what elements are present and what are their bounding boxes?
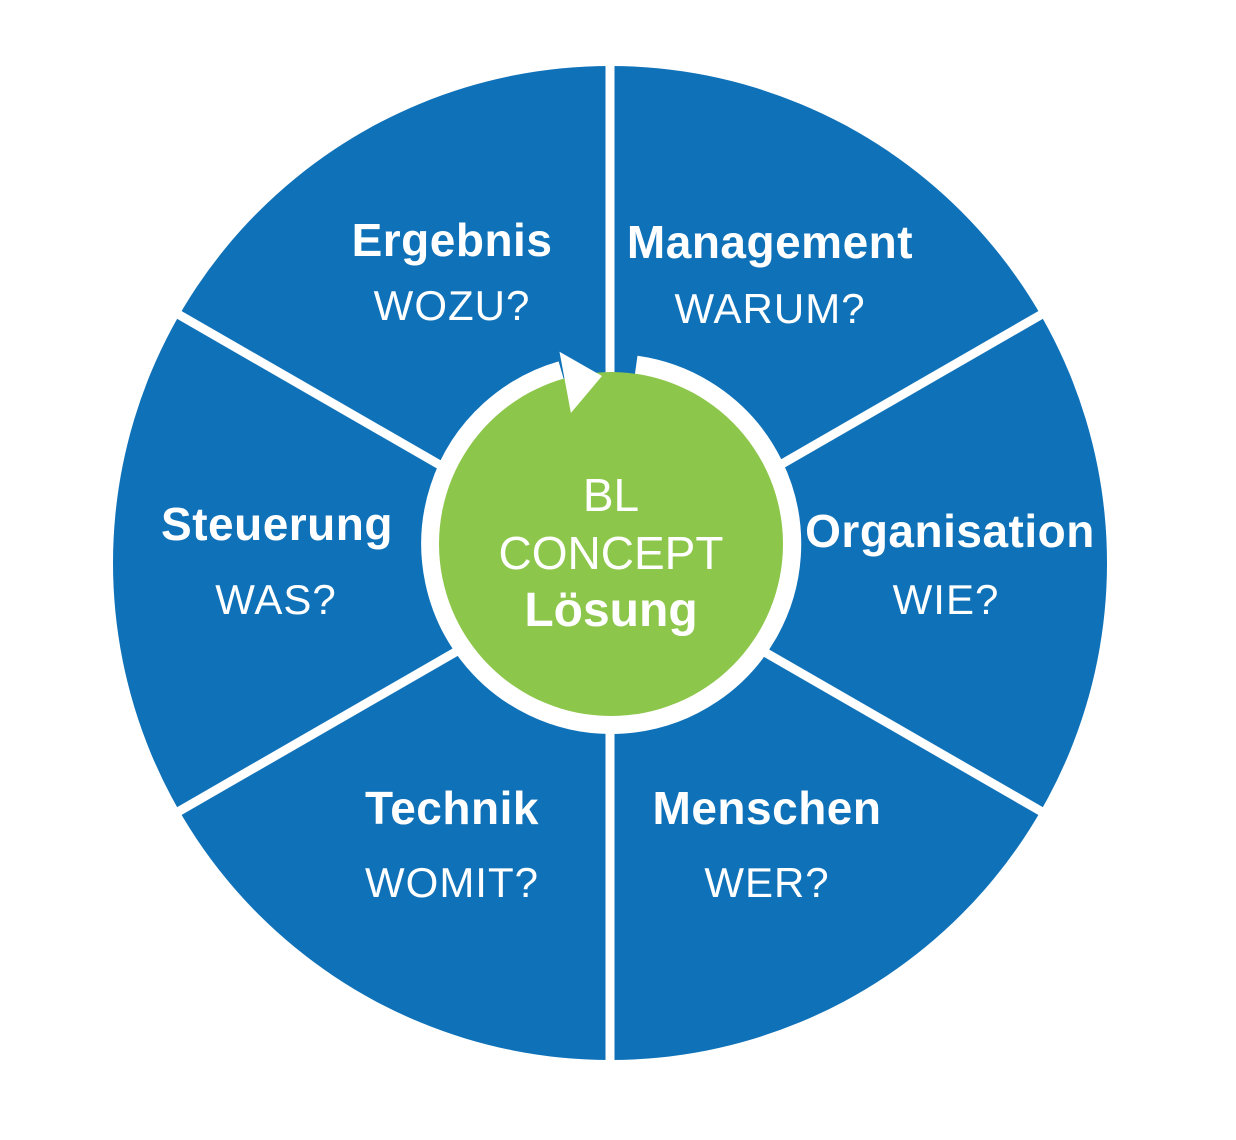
sector-management-question: WARUM? xyxy=(674,285,866,332)
sector-menschen-title: Menschen xyxy=(652,782,882,834)
center-line-2: CONCEPT xyxy=(498,527,724,579)
sector-technik-title: Technik xyxy=(365,782,539,834)
sector-technik-question: WOMIT? xyxy=(365,859,539,906)
center-line-3: Lösung xyxy=(524,584,698,637)
sector-dividers xyxy=(173,63,1047,1063)
cycle-arrow-head-icon xyxy=(559,351,602,413)
sector-organisation-title: Organisation xyxy=(805,505,1095,557)
cycle-arrow-arc xyxy=(421,355,802,734)
sector-steuerung-title: Steuerung xyxy=(161,498,393,550)
sector-organisation-question: WIE? xyxy=(892,576,1000,623)
sector-management-title: Management xyxy=(626,216,914,268)
sector-menschen-question: WER? xyxy=(704,859,830,906)
center-hub-circle xyxy=(439,372,783,716)
sector-ergebnis-question: WOZU? xyxy=(373,282,531,329)
center-hub-label: BL CONCEPT Lösung xyxy=(499,466,724,640)
sector-ergebnis-title: Ergebnis xyxy=(351,214,553,266)
center-line-1: BL xyxy=(582,469,640,521)
sector-steuerung-question: WAS? xyxy=(215,576,337,623)
